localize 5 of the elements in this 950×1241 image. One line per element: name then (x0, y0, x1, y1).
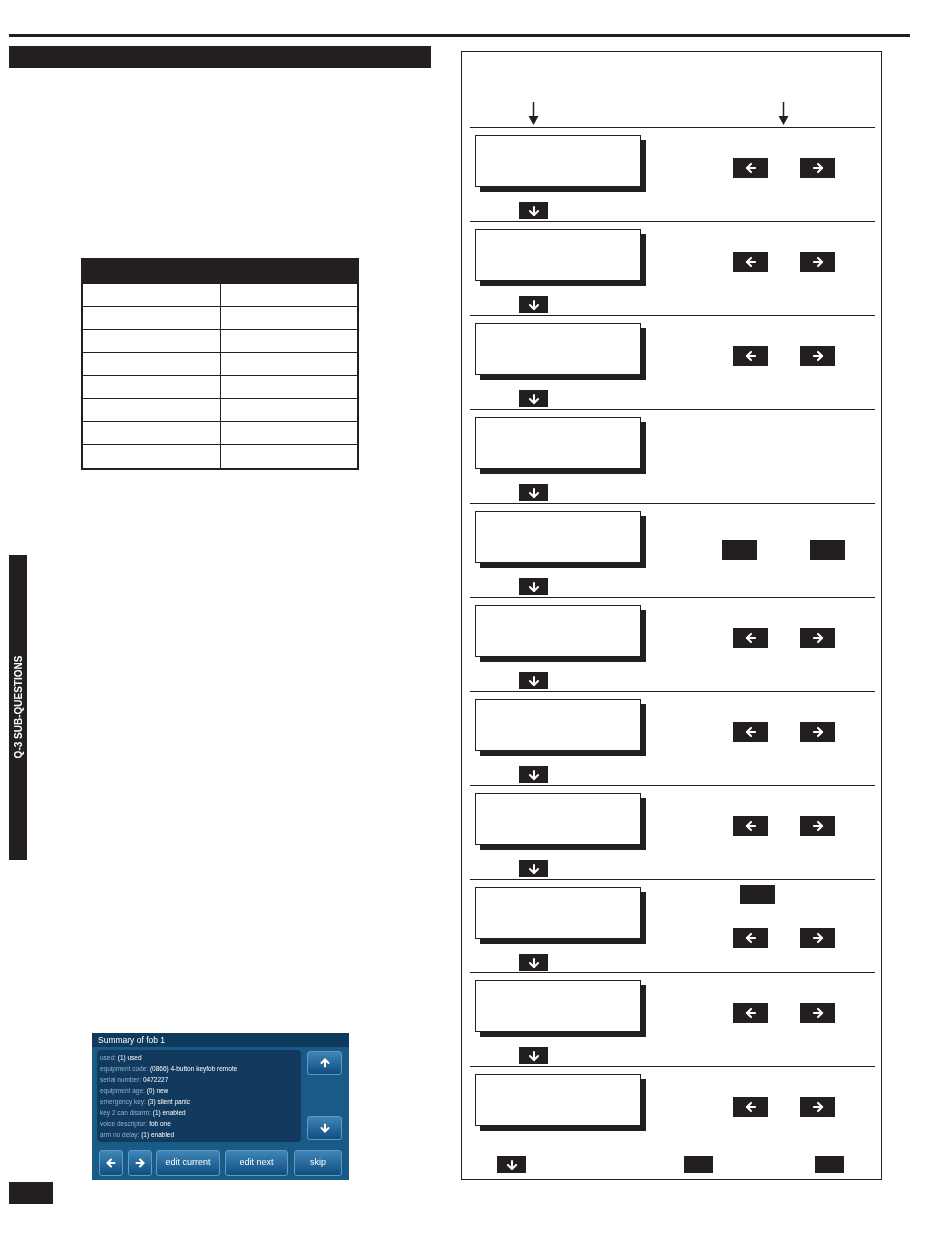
screen-title: Summary of fob 1 (98, 1033, 166, 1047)
skip-button: skip (294, 1150, 342, 1176)
edit-current-button: edit current (156, 1150, 220, 1176)
edit-next-button: edit next (225, 1150, 288, 1176)
section-tab-label: Q-3 SUB-QUESTIONS (11, 655, 25, 759)
